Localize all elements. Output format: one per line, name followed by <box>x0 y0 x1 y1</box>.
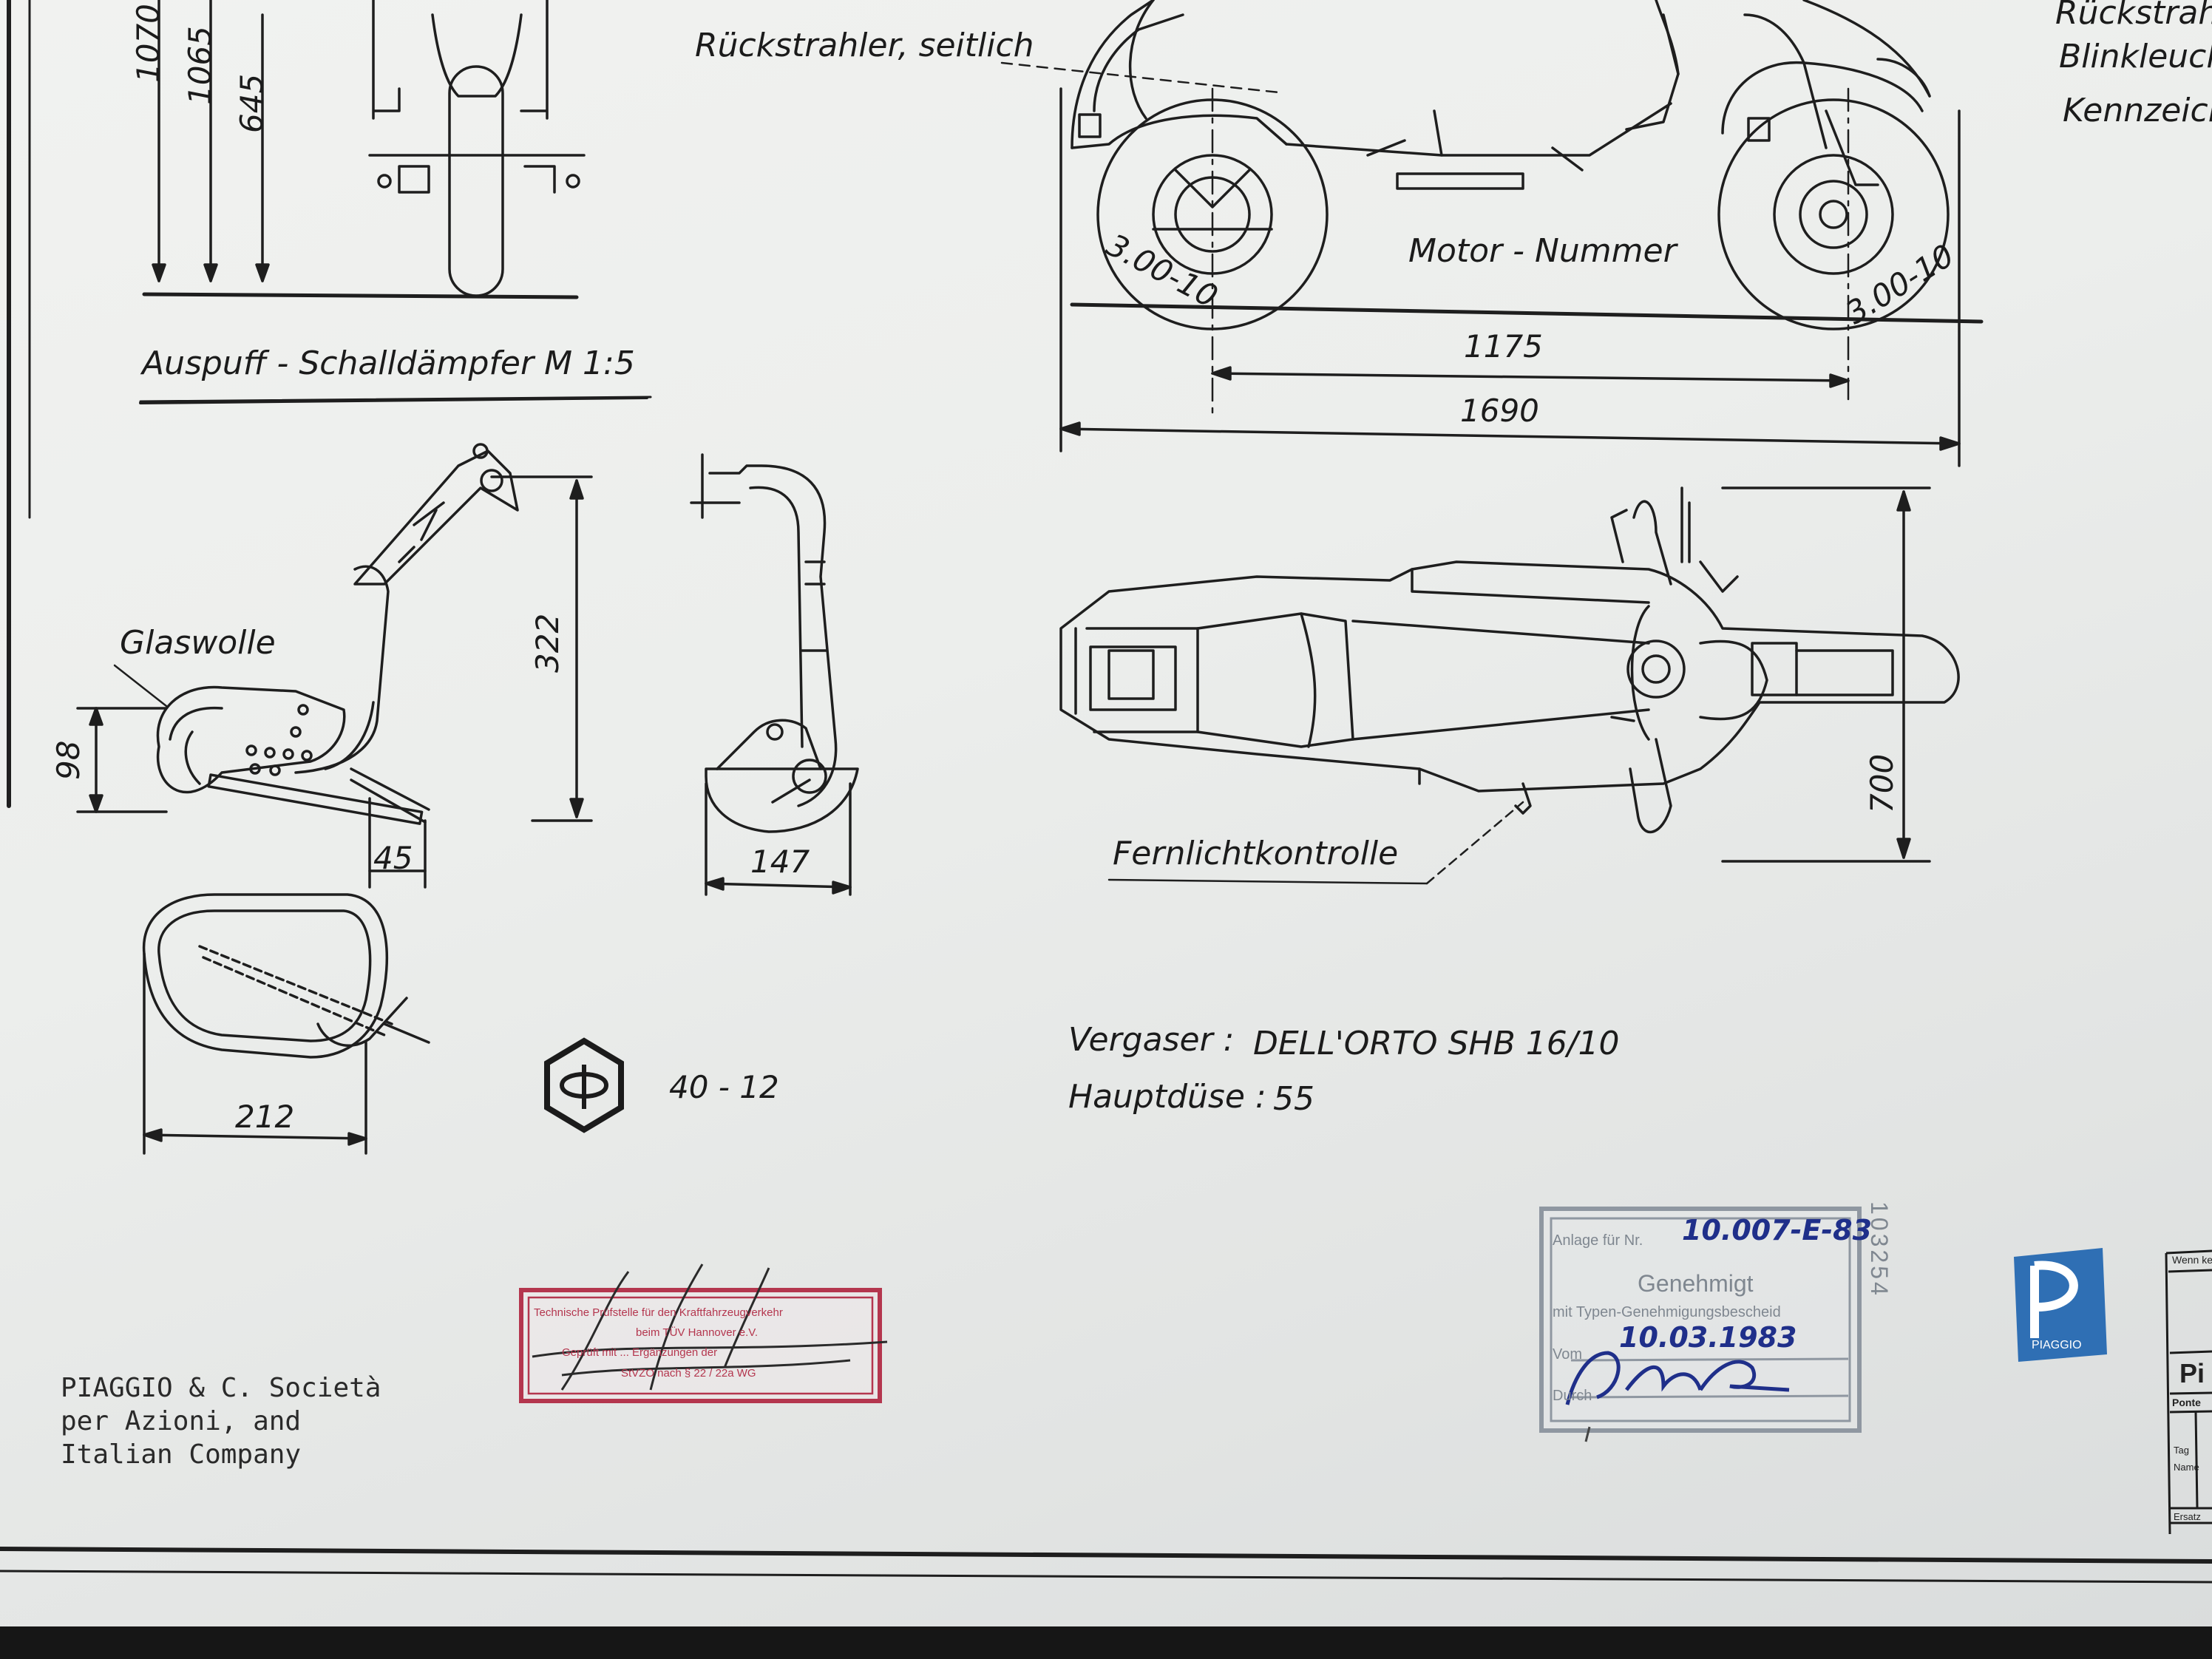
hauptduese-label: Hauptdüse : <box>1068 1078 1266 1116</box>
label-glaswolle: Glaswolle <box>120 624 276 662</box>
dim-98: 98 <box>50 740 86 780</box>
red-stamp-line-2: beim TÜV Hannover e.V. <box>636 1326 759 1339</box>
label-motor-nummer: Motor - Nummer <box>1408 232 1677 270</box>
dim-322: 322 <box>529 613 566 673</box>
approval-anlage: Anlage für Nr. <box>1553 1232 1643 1249</box>
front-view <box>142 0 586 299</box>
title-block-row-1: Ponte <box>2172 1397 2201 1408</box>
title-block <box>2165 1249 2212 1535</box>
dark-bottom-edge <box>0 1626 2212 1659</box>
title-block-partial: Pi <box>2179 1358 2205 1388</box>
dim-1175: 1175 <box>1464 328 1543 364</box>
approval-durch: Durch <box>1553 1388 1592 1404</box>
vergaser-value: DELL'ORTO SHB 16/10 <box>1253 1025 1620 1062</box>
dim-645: 645 <box>234 73 270 133</box>
red-stamp-line-4: StVZO nach § 22 / 22a WG <box>621 1367 756 1380</box>
muffler-plan-view <box>142 893 430 1155</box>
label-blinkleuchte: Blinkleucht <box>2059 38 2212 75</box>
muffler-rear-view <box>690 453 859 896</box>
label-rueckstrahler-right: Rückstrahl <box>2055 0 2212 32</box>
dim-45: 45 <box>373 840 413 876</box>
approval-genehmigt: Genehmigt <box>1638 1270 1754 1297</box>
approval-date: 10.03.1983 <box>1619 1321 1797 1354</box>
approval-handwritten-ref: 10.007-E-83 <box>1682 1214 1873 1246</box>
dim-700: 700 <box>1864 753 1900 813</box>
piaggio-badge-text: PIAGGIO <box>2032 1339 2082 1351</box>
serial-number: 103254 <box>1866 1201 1893 1298</box>
title-block-row-2: Tag <box>2174 1445 2189 1456</box>
approval-vom: Vom <box>1553 1346 1583 1363</box>
dim-212: 212 <box>235 1099 295 1135</box>
company-line-1: PIAGGIO & C. Società <box>61 1373 381 1403</box>
side-view <box>1000 0 1984 467</box>
dim-1070: 1070 <box>130 4 166 83</box>
label-rueckstrahler-seitlich: Rückstrahler, seitlich <box>695 27 1034 64</box>
approval-bescheid: mit Typen-Genehmigungsbescheid <box>1553 1304 1781 1320</box>
red-stamp-line-1: Technische Prüfstelle für den Kraftfahrz… <box>534 1306 783 1319</box>
label-auspuff: Auspuff - Schalldämpfer M 1:5 <box>142 345 635 382</box>
label-kennzeichen: Kennzeiche <box>2063 92 2212 129</box>
piaggio-badge <box>2014 1248 2107 1362</box>
red-inspection-stamp <box>519 1263 888 1403</box>
red-stamp-line-3: Geprüft mit ... Ergänzungen der <box>562 1346 718 1359</box>
dim-147: 147 <box>750 844 810 880</box>
title-block-header: Wenn kein <box>2172 1254 2212 1266</box>
company-line-3: Italian Company <box>61 1439 302 1470</box>
piaggio-hex-logo <box>544 1037 624 1133</box>
dim-1065: 1065 <box>182 26 218 105</box>
title-block-row-3: Name <box>2174 1462 2199 1473</box>
hauptduese-value: 55 <box>1273 1080 1314 1118</box>
approval-stamp <box>1539 1207 1862 1442</box>
top-view <box>1059 486 1960 885</box>
vergaser-label: Vergaser : <box>1068 1021 1235 1059</box>
label-fernlichtkontrolle: Fernlichtkontrolle <box>1113 835 1399 872</box>
company-line-2: per Azioni, and <box>61 1406 302 1436</box>
dim-1690: 1690 <box>1460 393 1539 429</box>
signature <box>1565 1351 1790 1405</box>
logo-code: 40 - 12 <box>669 1069 779 1105</box>
title-block-row-4: Ersatz <box>2174 1511 2201 1522</box>
